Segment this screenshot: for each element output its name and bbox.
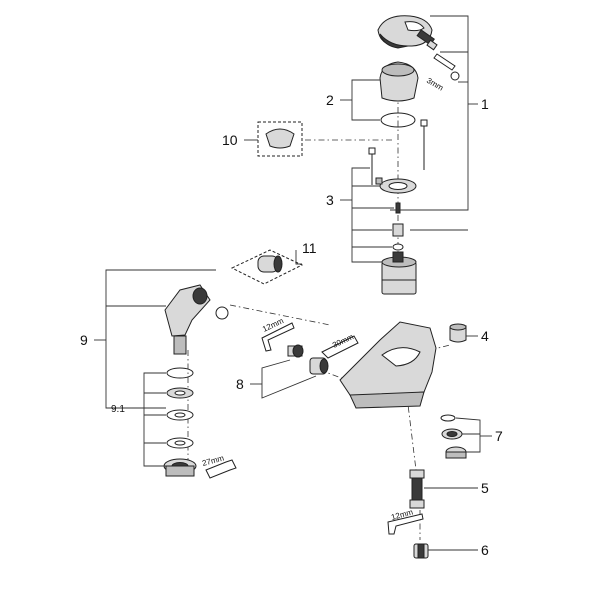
callout-7: 7	[495, 428, 503, 444]
lever-handle	[377, 15, 433, 49]
hex-key-12mm-upper	[261, 322, 295, 352]
spindle-nut	[413, 543, 429, 559]
o-ring-9-1-a	[166, 367, 194, 379]
callout-8: 8	[236, 376, 244, 392]
callout-6: 6	[481, 542, 489, 558]
retaining-ring	[375, 177, 417, 194]
cover-cap	[379, 61, 419, 102]
callout-1: 1	[481, 96, 489, 112]
hex-key-12mm-lower	[387, 513, 424, 535]
callout-10: 10	[222, 132, 238, 148]
diverter-seal	[215, 306, 229, 320]
s-union	[287, 344, 304, 358]
extension-sleeve-box	[230, 249, 304, 285]
diverter-spindle	[409, 469, 425, 509]
callout-9: 9	[80, 332, 88, 348]
spanner-30mm	[321, 335, 359, 359]
handle-grub-screw	[416, 29, 438, 51]
washer-9-1-c	[166, 437, 194, 449]
diverter-body	[164, 284, 211, 355]
o-ring-cap	[380, 112, 416, 128]
cartridge-stem-piece	[392, 223, 404, 237]
union-nut-9-1	[163, 458, 197, 477]
small-screw	[395, 202, 401, 214]
callout-3: 3	[326, 192, 334, 208]
aerator-washer	[440, 414, 456, 422]
mixer-body	[339, 321, 437, 409]
wall-nut	[309, 357, 329, 375]
fixing-bolts	[368, 119, 428, 185]
spanner-27mm	[205, 459, 237, 479]
hex-key-3mm-label: 3mm	[425, 76, 445, 93]
callout-2: 2	[326, 92, 334, 108]
hex-key-3mm	[433, 53, 460, 81]
cartridge-washer	[392, 243, 404, 251]
leader-lines	[94, 15, 492, 551]
washer-9-1-b	[166, 409, 194, 421]
aerator-insert	[441, 428, 463, 440]
cartridge	[381, 251, 417, 295]
callout-9-1: 9.1	[111, 404, 125, 415]
callout-4: 4	[481, 328, 489, 344]
info-card	[257, 121, 303, 157]
callout-11: 11	[302, 240, 317, 256]
aerator-housing	[445, 446, 467, 459]
callout-5: 5	[481, 480, 489, 496]
washer-9-1-a	[166, 387, 194, 399]
plug-cap	[449, 323, 467, 343]
